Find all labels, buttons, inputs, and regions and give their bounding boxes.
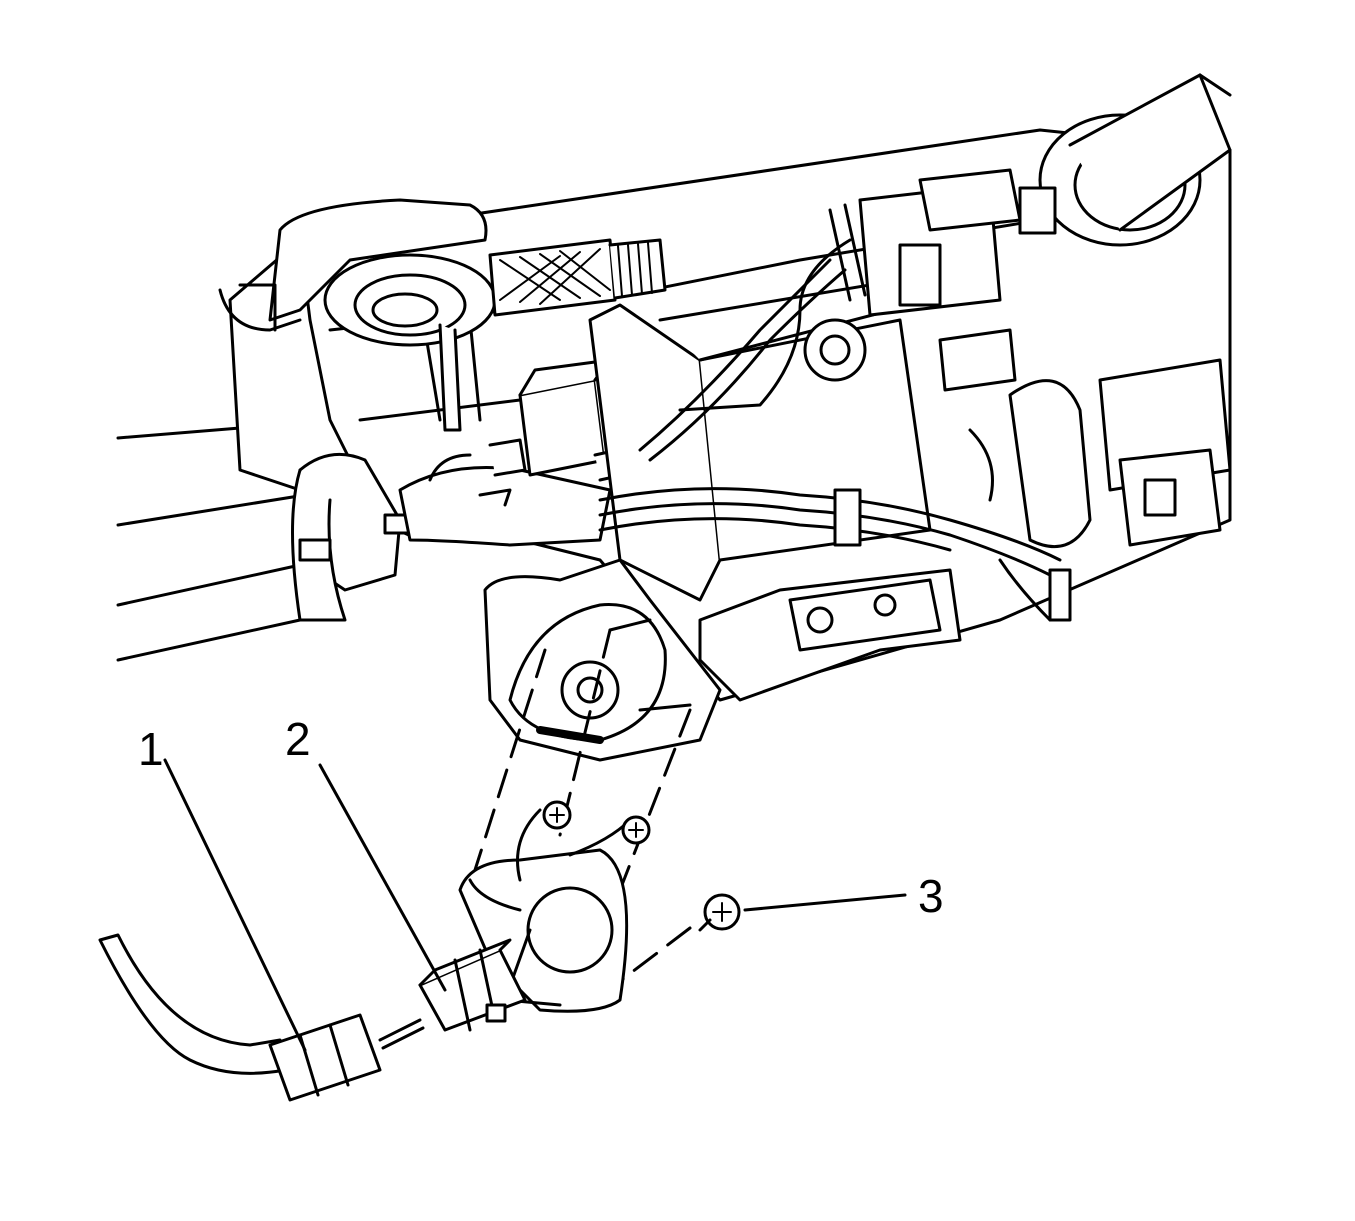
callout-label-2: 2 (285, 713, 311, 765)
callout-label-3: 3 (918, 870, 944, 922)
sensor-connector (418, 938, 527, 1032)
alignment-dashed-lines (473, 628, 692, 987)
callout-label-1: 1 (138, 723, 164, 775)
wire-harness-bundle (598, 203, 1072, 622)
top-connectors (858, 168, 1057, 392)
column-end-housing (1008, 73, 1232, 549)
sensor-mount-plate (483, 558, 722, 762)
upper-mount-bracket (218, 198, 488, 332)
control-module (588, 278, 932, 602)
right-connectors (1098, 358, 1232, 547)
knurled-sleeve (488, 238, 667, 317)
harness-connector (98, 933, 425, 1102)
callout-leaders (163, 758, 907, 1052)
lower-bracket-block (698, 568, 962, 702)
mounting-screw (698, 893, 741, 932)
clamp-band (291, 452, 412, 622)
steering-shaft (116, 418, 307, 662)
callout-labels: 1 2 3 (138, 713, 944, 922)
bearing-ring (323, 253, 497, 432)
